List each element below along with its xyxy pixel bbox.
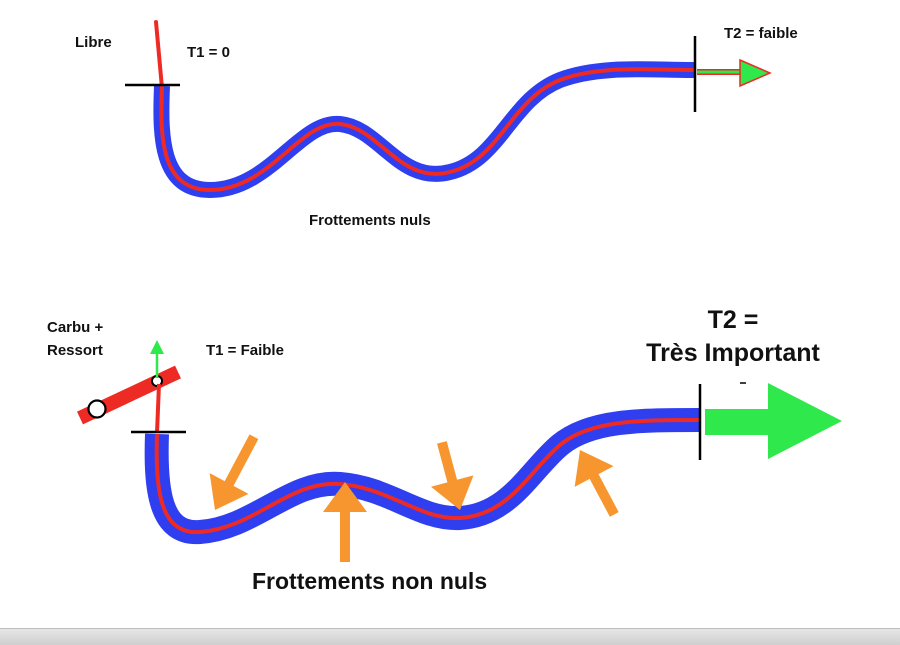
bottom-cable-free-end: [155, 383, 161, 434]
bottom-output-arrow: [705, 383, 842, 459]
label-carb-line2: Ressort: [47, 342, 103, 359]
label-top-friction: Frottements nuls: [309, 212, 431, 229]
top-output-arrow: [697, 58, 772, 88]
friction-arrow-2: [323, 482, 367, 562]
friction-arrow-1: [209, 434, 259, 510]
label-top-t1: T1 = 0: [187, 44, 230, 61]
friction-arrow-3: [430, 441, 474, 510]
friction-arrows: [209, 434, 619, 562]
label-bottom-friction: Frottements non nuls: [252, 568, 487, 594]
carburettor-lever: [77, 365, 181, 425]
label-bottom-t1: T1 = Faible: [206, 342, 284, 359]
label-carb-line1: Carbu +: [47, 319, 104, 336]
lever-pivot: [87, 399, 107, 419]
bottom-diagram: Carbu + Ressort T1 = Faible T2 = Très Im…: [47, 306, 842, 594]
window-bottom-edge: [0, 628, 900, 645]
label-free: Libre: [75, 34, 112, 51]
bottom-cable: [154, 418, 701, 535]
label-bottom-t2-line1: T2 =: [708, 306, 759, 334]
label-bottom-t2-line2: Très Important: [646, 339, 820, 367]
top-cable: [159, 67, 696, 193]
friction-arrow-4: [574, 450, 619, 517]
spring-force-arrow: [150, 340, 164, 378]
label-top-t2: T2 = faible: [724, 25, 798, 42]
top-diagram: Libre T1 = 0 T2 = faible Frottements nul…: [75, 20, 798, 229]
top-cable-free-end: [154, 20, 164, 90]
